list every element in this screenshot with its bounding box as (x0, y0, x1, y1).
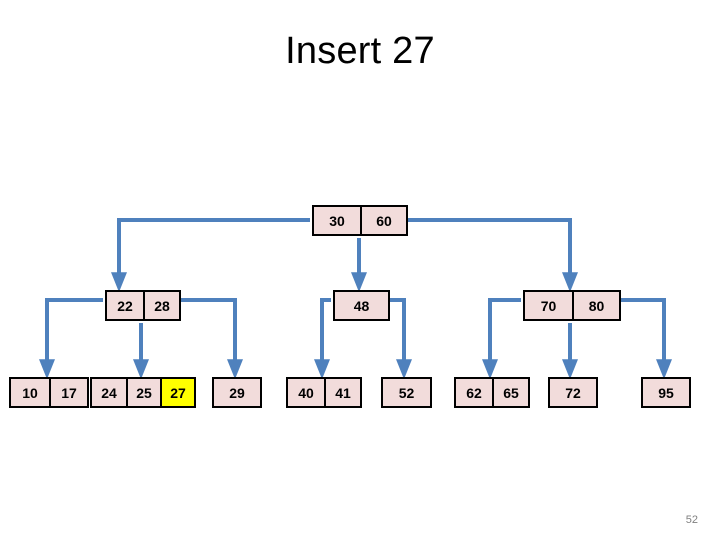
btree-key-leaf-2-1: 25 (126, 379, 160, 406)
btree-node-leaf-5: 52 (381, 377, 432, 408)
connector-internal-middle-to-leaf-5 (388, 298, 412, 380)
btree-key-internal-right-0: 70 (525, 292, 572, 319)
btree-key-leaf-2-2: 27 (160, 379, 194, 406)
btree-node-leaf-3: 29 (212, 377, 262, 408)
btree-node-internal-middle: 48 (333, 290, 390, 321)
btree-key-root-1: 60 (360, 207, 406, 234)
btree-key-leaf-6-1: 65 (492, 379, 528, 406)
connector-root-to-internal-left (111, 218, 310, 293)
btree-key-leaf-4-1: 41 (324, 379, 360, 406)
connector-internal-middle-to-leaf-4 (314, 298, 331, 380)
btree-key-leaf-2-0: 24 (92, 379, 126, 406)
page-number: 52 (685, 514, 698, 526)
btree-key-leaf-6-0: 62 (456, 379, 492, 406)
connector-root-to-internal-right (407, 218, 578, 293)
btree-key-root-0: 30 (314, 207, 360, 234)
connector-internal-left-to-leaf-3 (178, 298, 243, 380)
connector-internal-right-to-leaf-6 (482, 298, 521, 380)
btree-key-internal-left-1: 28 (143, 292, 179, 319)
btree-key-leaf-8-0: 95 (643, 379, 689, 406)
btree-key-leaf-1-1: 17 (49, 379, 87, 406)
page-title: Insert 27 (285, 30, 435, 72)
btree-key-internal-middle-0: 48 (335, 292, 388, 319)
btree-node-leaf-8: 95 (641, 377, 691, 408)
btree-key-leaf-3-0: 29 (214, 379, 260, 406)
connector-internal-right-to-leaf-8 (620, 298, 672, 380)
btree-key-leaf-1-0: 10 (11, 379, 49, 406)
btree-key-leaf-5-0: 52 (383, 379, 430, 406)
btree-key-leaf-7-0: 72 (550, 379, 596, 406)
btree-key-internal-right-1: 80 (572, 292, 619, 319)
btree-key-leaf-4-0: 40 (288, 379, 324, 406)
btree-key-internal-left-0: 22 (107, 292, 143, 319)
btree-node-leaf-7: 72 (548, 377, 598, 408)
connector-internal-left-to-leaf-1 (39, 298, 103, 380)
